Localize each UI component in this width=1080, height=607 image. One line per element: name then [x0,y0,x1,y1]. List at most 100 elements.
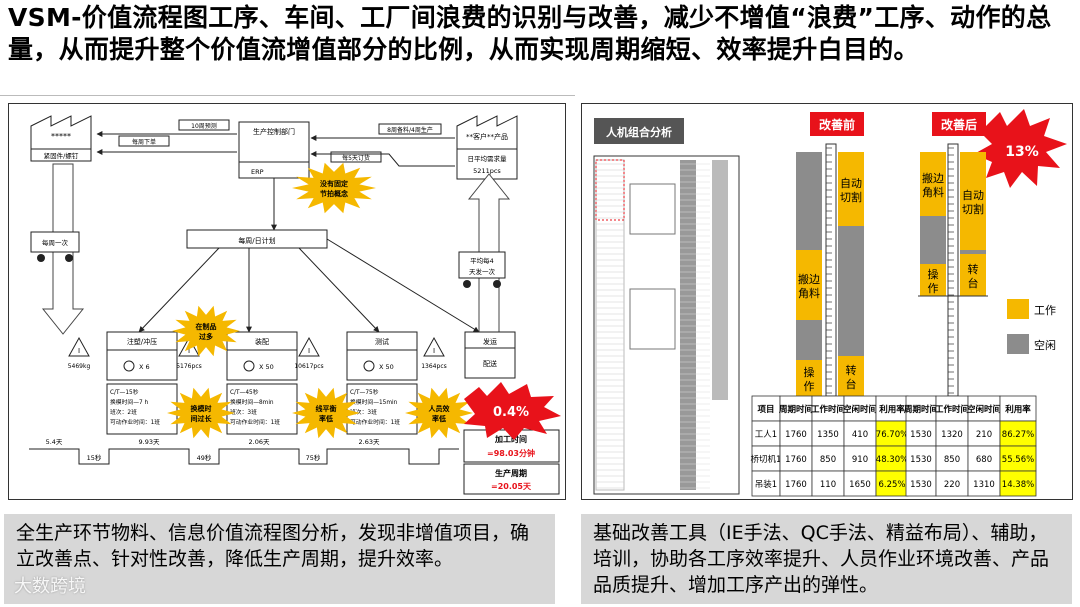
caption-right: 基础改善工具（IE手法、QC手法、精益布局）、辅助，培训，协助各工序效率提升、人… [581,514,1072,604]
after-label: 改善后 [941,117,977,132]
table-cell: 410 [852,430,868,440]
inventory-value: 5176pcs [176,363,202,370]
shipping-label: 发运 [483,337,497,346]
table-cell: 55.56% [1002,455,1034,465]
problem-text: 线平衡 [316,404,337,413]
svg-text:I: I [433,347,435,355]
table-cell: 14.38% [1002,480,1034,490]
timeline-days: 2.06天 [249,438,270,446]
svg-text:自动: 自动 [840,177,862,190]
timeline-days: 9.93天 [139,438,160,446]
timeline-secs: 75秒 [306,453,321,462]
daily-demand-label: 日平均需求量 [468,154,508,163]
ship-customer-label-2: 天发一次 [469,267,496,276]
before-worker-bar [796,152,822,250]
timeline-days: 2.63天 [359,438,380,446]
process-data-line: 可动作业时间：1班 [110,418,160,426]
table-cell: 86.27% [1002,430,1034,440]
process-data-line: 班次：3班 [350,408,377,416]
problem-text: 间过长 [191,414,213,423]
process-data-line: C/T—45秒 [230,388,259,396]
table-cell: 680 [976,455,992,465]
operator-icon [123,360,135,372]
weekly-order-label: 每周下单 [132,138,156,146]
svg-text:作: 作 [928,282,939,295]
problem-burst [292,162,376,214]
process-time-label: 加工时间 [494,434,527,444]
table-header: 空闲时间 [843,404,877,415]
problem-text: 在制品 [196,322,217,331]
supplier-sub-label: 紧固件/螺钉 [44,151,79,160]
problem-text: 过多 [199,332,213,341]
improvement-burst [974,109,1067,188]
ship-supplier-label: 每周一次 [42,238,69,247]
control-label: 生产控制部门 [253,127,295,136]
process-data-line: 班次：2班 [110,408,137,416]
inventory-icon [423,336,445,357]
table-header: 项目 [757,405,774,415]
problem-text: 率低 [319,414,333,423]
table-header: 利用率 [1004,404,1031,415]
process-data-line: 换模时间—8min [230,398,274,406]
lead-time-value: =20.05天 [491,482,532,491]
after-worker-bar [920,264,946,296]
problem-text: 人员效 [429,404,451,413]
problem-burst [405,387,473,439]
divider [0,95,575,96]
lead-time-label: 生产周期 [495,468,527,478]
table-cell: 6.25% [878,480,905,490]
process-name: 测试 [375,337,389,346]
svg-text:I: I [308,347,310,355]
svg-text:切割: 切割 [840,190,862,204]
man-machine-panel: 人机组合分析 改善前 改善后 13% 搬边角料操作自动切割转台搬边角料操作自动切… [581,103,1073,500]
watermark: 大数跨境 [14,576,86,597]
svg-text:搬边: 搬边 [922,171,944,185]
table-cell: 850 [944,455,960,465]
daily-demand-value: 5211pcs [473,167,501,175]
svg-text:I: I [188,347,190,355]
table-cell: 桥切机1 [751,454,782,465]
supplier-label: ***** [51,132,71,141]
customer-label: **客户**产品 [466,132,508,141]
table-header: 空闲时间 [967,404,1001,415]
before-worker-bar [796,250,822,320]
problem-burst [167,387,235,439]
table-header: 周期时间 [904,404,938,415]
inventory-value: 1364pcs [421,363,447,370]
table-cell: 76.70% [876,430,908,440]
after-worker-bar [920,152,946,216]
table-cell: 1320 [941,430,963,440]
operator-count: X 50 [259,363,274,371]
table-cell: 1760 [785,430,807,440]
machine-header: 人机组合分析 [606,125,672,139]
problem-text: 率低 [432,414,446,423]
svg-text:转: 转 [968,262,979,276]
shipping-sub-label: 配送 [483,359,497,368]
table-cell: 1760 [785,455,807,465]
vsm-percent: 0.4% [493,405,529,420]
svg-text:切割: 切割 [962,202,984,216]
operator-icon [243,360,255,372]
before-worker-bar [796,320,822,360]
table-header: 利用率 [878,404,905,415]
before-machine-bar [838,356,864,396]
table-cell: 910 [852,455,868,465]
before-machine-bar [838,152,864,226]
inventory-value: 5469kg [68,363,91,370]
table-header: 工作时间 [811,404,845,415]
daily-order-label: 每5天订货 [342,154,370,162]
timeline-secs: 15秒 [87,453,102,462]
process-data-line: C/T—75秒 [350,388,379,396]
table-cell: 850 [820,455,836,465]
ship-customer-label-1: 平均每4 [470,256,494,265]
before-worker-bar [796,360,822,396]
timeline-days: 5.4天 [46,438,63,446]
header-tab [594,118,684,144]
before-machine-bar [838,226,864,356]
before-label: 改善前 [819,117,855,132]
table-cell: 110 [820,480,836,490]
problem-burst [292,387,360,439]
problem-text: 节拍概念 [320,189,349,198]
after-machine-bar [960,254,986,296]
timeline-secs: 49秒 [197,453,212,462]
